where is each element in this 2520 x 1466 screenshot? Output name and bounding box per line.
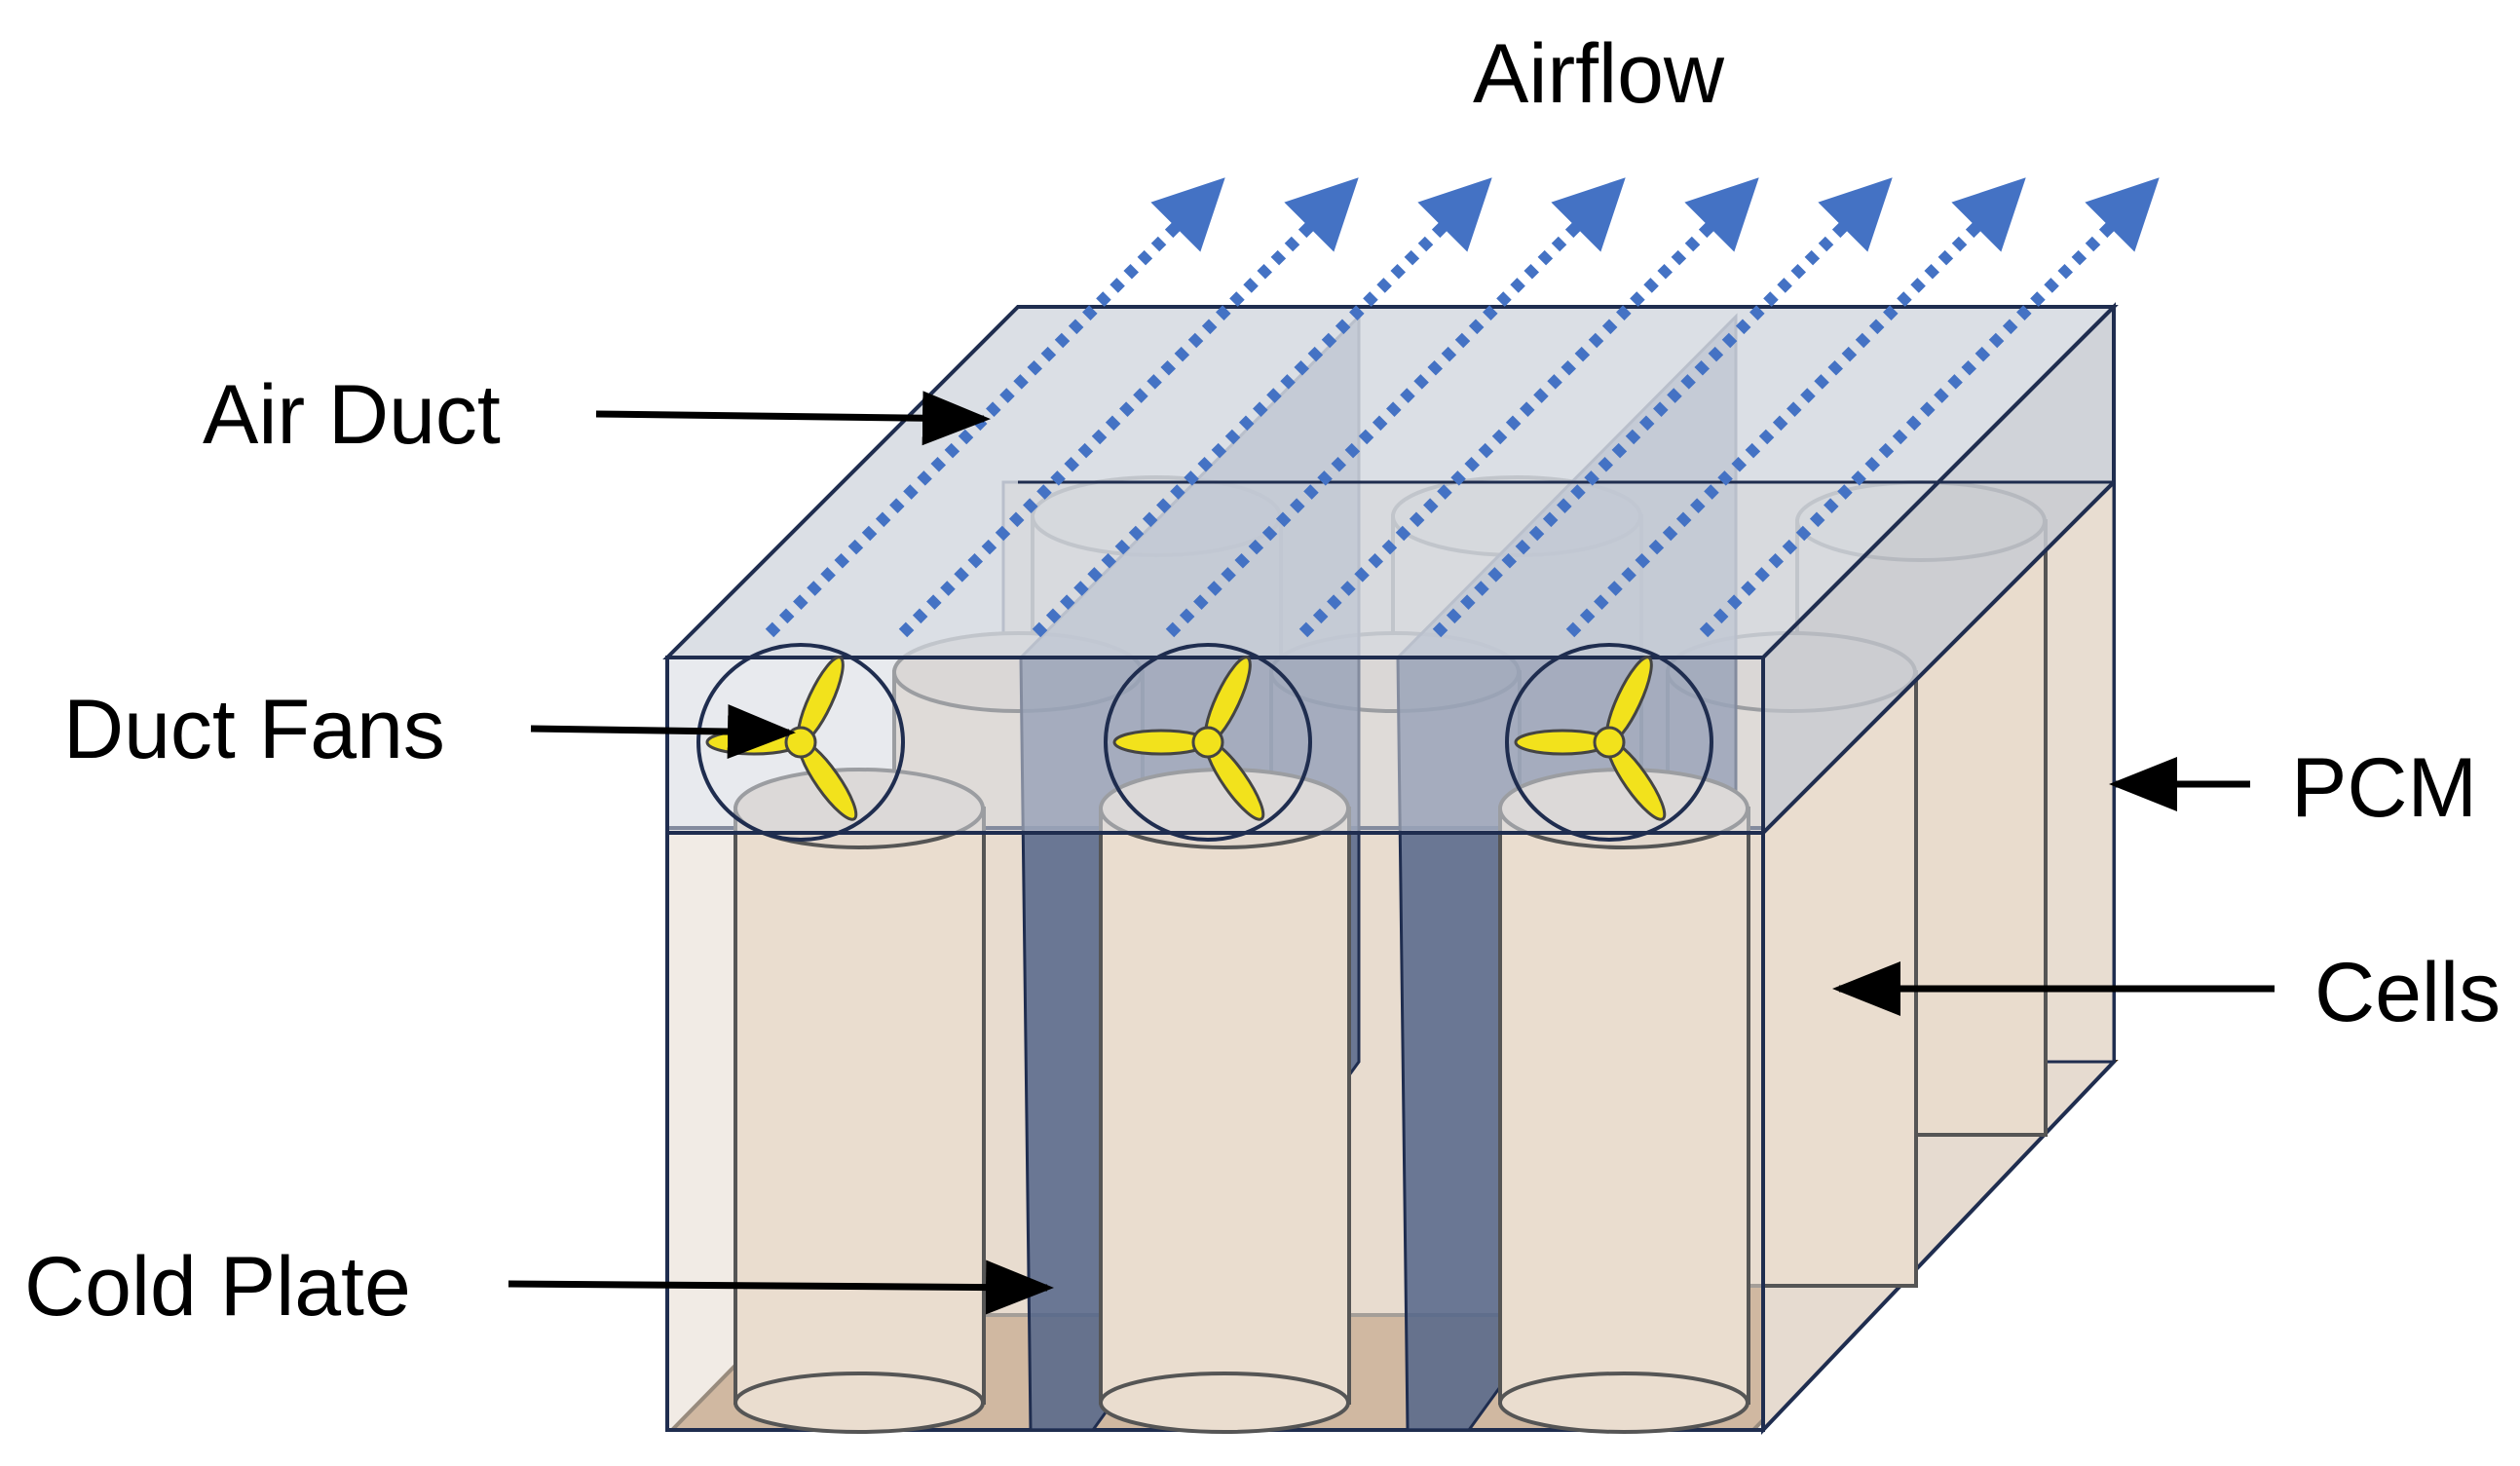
- airflow-arrow: [765, 177, 1225, 638]
- fan-hub: [1593, 726, 1626, 759]
- fan-hub: [1191, 726, 1224, 759]
- airflow-arrow: [1032, 177, 1492, 638]
- airflow-arrow: [1565, 177, 2026, 638]
- airflow-arrows: [765, 177, 2160, 638]
- air-duct-label: Air Duct: [203, 368, 501, 462]
- duct-fans-arrow: [530, 704, 796, 760]
- duct-fans: [696, 643, 1713, 842]
- airflow-arrow: [1699, 177, 2160, 638]
- cold-plate-arrow: [508, 1259, 1054, 1315]
- cold-plate-label: Cold Plate: [24, 1240, 411, 1334]
- duct-fan: [1505, 643, 1713, 842]
- airflow-arrow: [1298, 177, 1759, 638]
- label-arrows: [508, 391, 2275, 1315]
- fan-hub: [784, 726, 817, 759]
- duct-fans-label: Duct Fans: [63, 683, 445, 776]
- cells-label: Cells: [2314, 946, 2501, 1039]
- airflow-label: Airflow: [1473, 27, 1725, 121]
- air-duct-arrow: [595, 391, 991, 446]
- pcm-label: PCM: [2291, 741, 2477, 835]
- airflow-arrow: [1165, 177, 1626, 638]
- airflow-arrow: [898, 177, 1359, 638]
- front-cells: [733, 768, 1750, 1434]
- duct-fan: [1104, 643, 1312, 842]
- airflow-arrow: [1432, 177, 1893, 638]
